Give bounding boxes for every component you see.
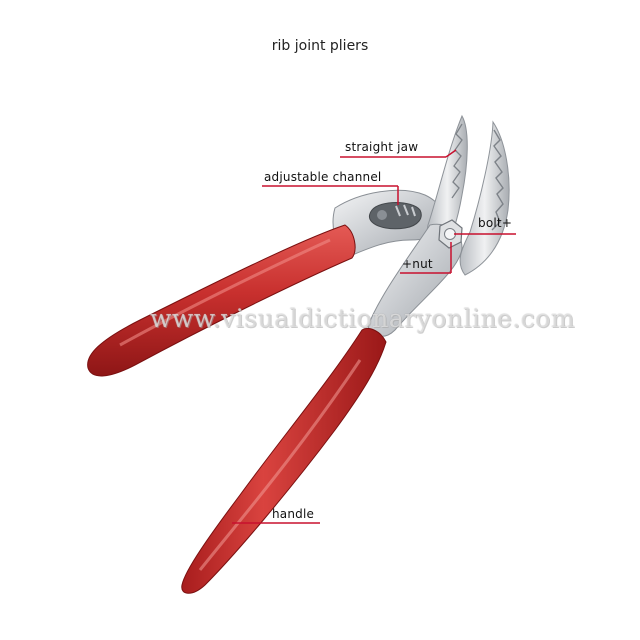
label-bolt: bolt+: [478, 216, 513, 230]
leader-lines: [232, 149, 516, 524]
watermark: www.visualdictionaryonline.com: [150, 304, 576, 333]
label-handle: handle: [272, 507, 315, 521]
label-adjustable-channel: adjustable channel: [264, 170, 382, 184]
upper-handle: [87, 224, 356, 377]
bolt-text: bolt: [478, 216, 502, 230]
label-nut: +nut: [402, 257, 433, 271]
nut-text: nut: [412, 257, 433, 271]
lower-handle: [181, 328, 387, 594]
diagram-title: rib joint pliers: [271, 38, 369, 54]
nut-bolt: [438, 219, 463, 249]
upper-arm: [332, 189, 447, 259]
label-straight-jaw: straight jaw: [345, 140, 419, 154]
back-jaw: [459, 120, 510, 276]
